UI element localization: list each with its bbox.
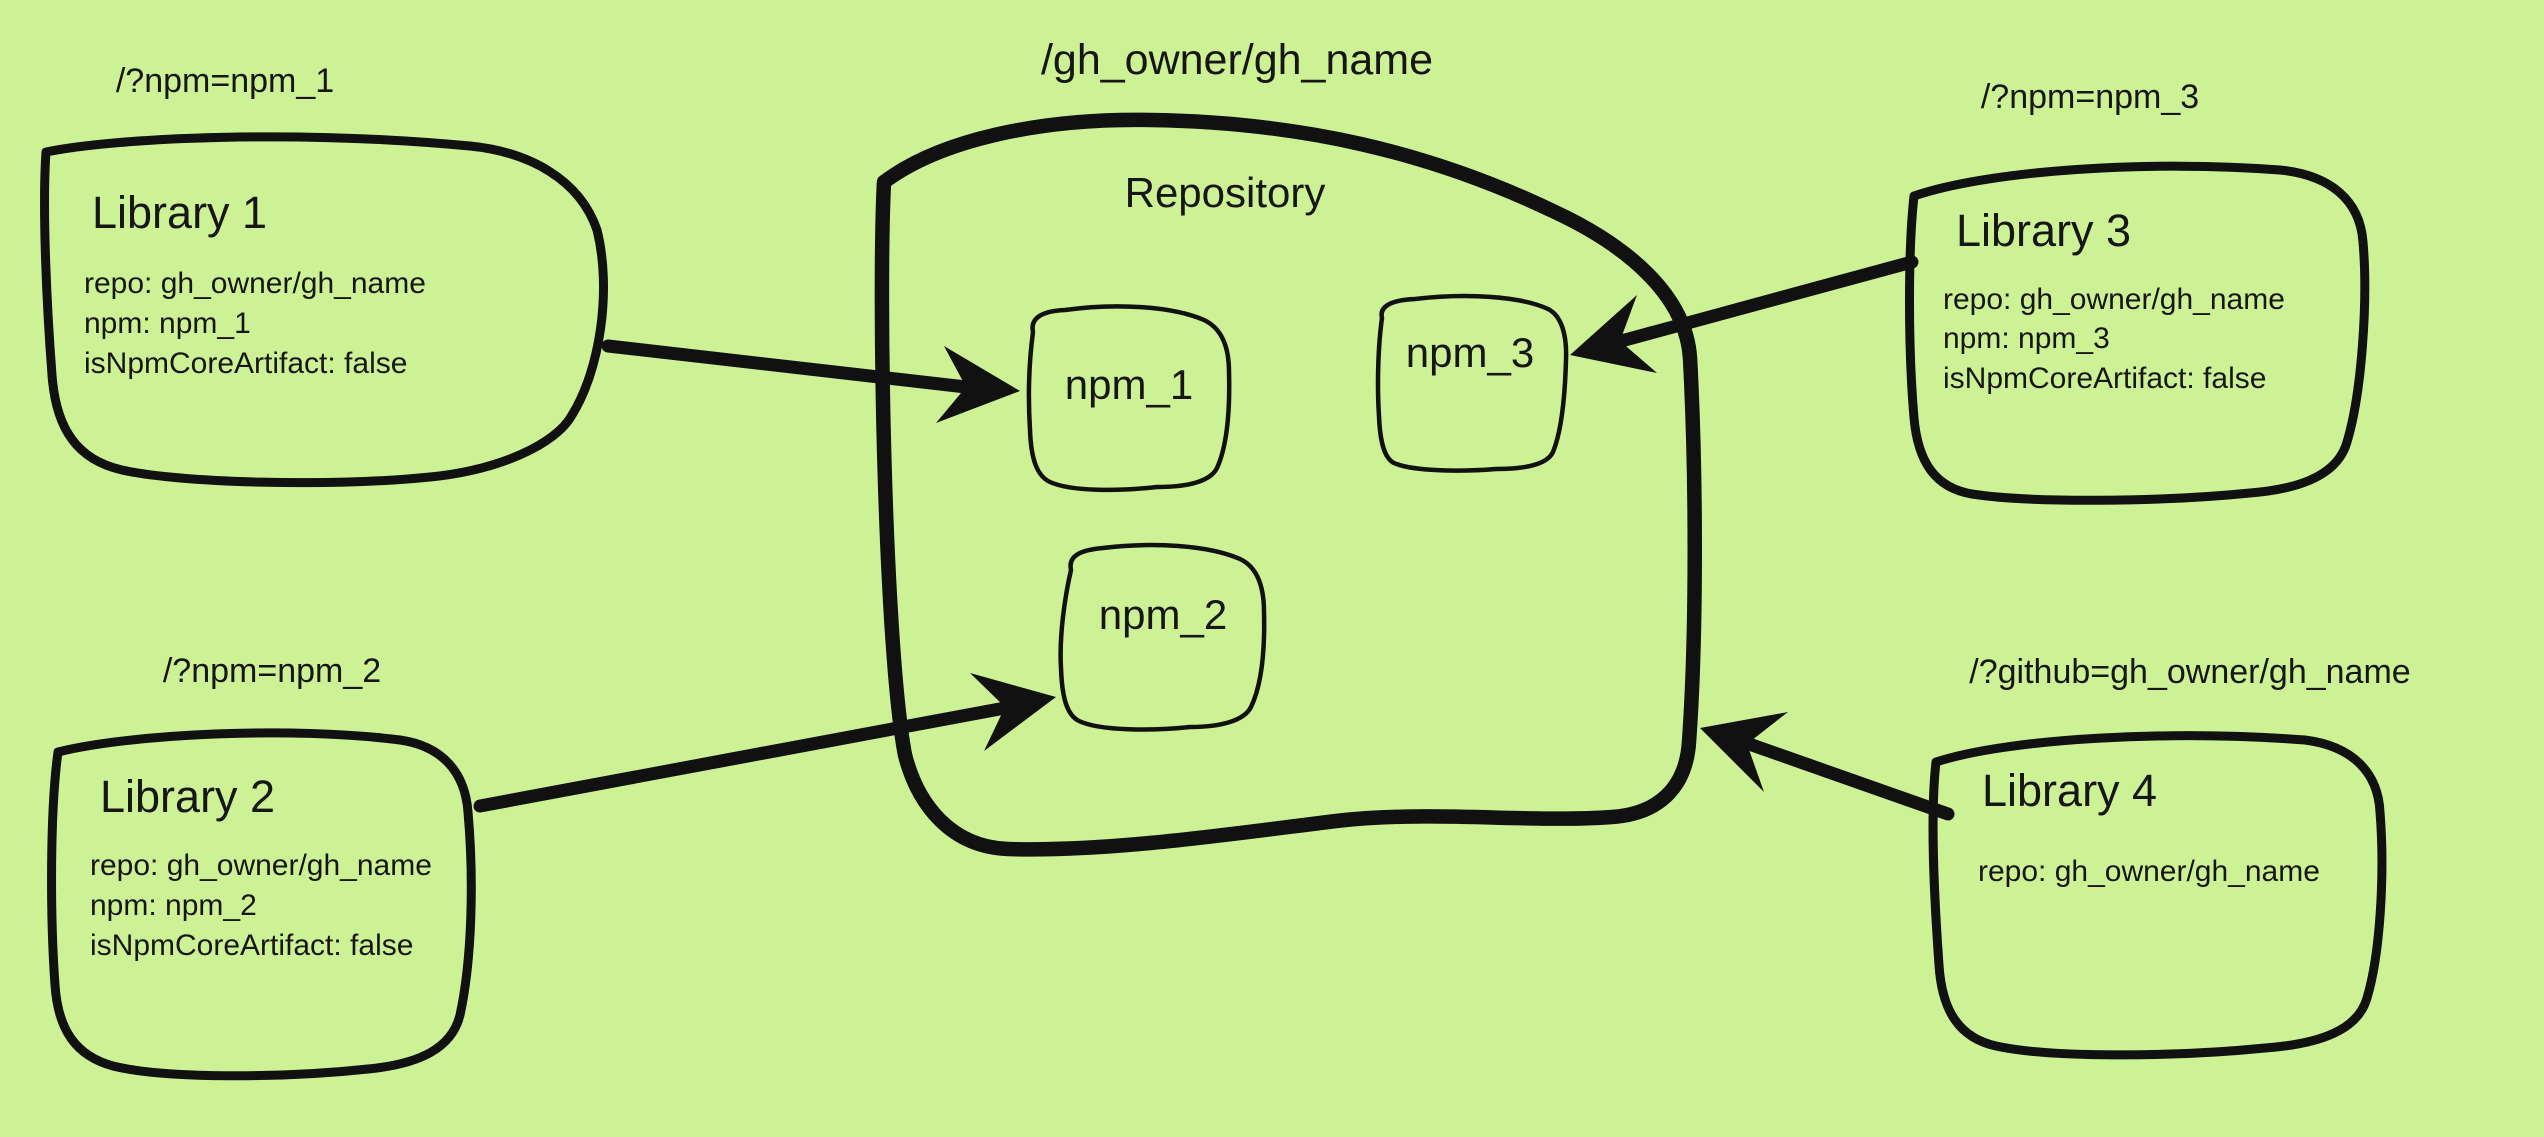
library-1-url-label: /?npm=npm_1 (116, 62, 334, 100)
arrow-library-4-head (1700, 712, 1788, 792)
library-3-line-npm: npm: npm_3 (1943, 322, 2110, 355)
arrow-library-1-to-npm_1 (601, 339, 1020, 423)
library-3-title: Library 3 (1956, 205, 2131, 256)
library-3-line-repo: repo: gh_owner/gh_name (1943, 283, 2285, 316)
repository-title: Repository (1125, 169, 1326, 216)
library-1-line-core: isNpmCoreArtifact: false (84, 347, 407, 380)
library-2-line-repo: repo: gh_owner/gh_name (90, 849, 432, 882)
arrow-library-3-shaft (1618, 255, 1919, 347)
library-4-url-label: /?github=gh_owner/gh_name (1969, 653, 2410, 691)
arrow-library-1-head (936, 346, 1020, 423)
arrow-library-1-shaft (601, 339, 973, 394)
arrow-library-4-to-repository (1700, 712, 1955, 821)
library-3-url-label: /?npm=npm_3 (1981, 78, 2199, 116)
arrow-library-2-shaft (473, 701, 1012, 813)
library-4-group: /?github=gh_owner/gh_name Library 4 repo… (1928, 653, 2411, 1060)
npm-node-npm_1: npm_1 (1026, 304, 1232, 493)
repository-border (874, 112, 1702, 857)
library-2-line-core: isNpmCoreArtifact: false (90, 929, 413, 962)
library-3-border (1905, 161, 2370, 505)
library-2-url-label: /?npm=npm_2 (163, 652, 381, 690)
library-1-line-repo: repo: gh_owner/gh_name (84, 267, 426, 300)
npm-node-npm_1-border (1026, 304, 1232, 493)
arrow-library-3-to-npm_3 (1570, 255, 1919, 373)
arrow-library-3-head (1570, 295, 1657, 373)
library-3-line-core: isNpmCoreArtifact: false (1943, 362, 2266, 395)
library-2-line-npm: npm: npm_2 (90, 889, 257, 922)
library-3-group: /?npm=npm_3 Library 3 repo: gh_owner/gh_… (1905, 78, 2370, 505)
repository-url-label: /gh_owner/gh_name (1041, 36, 1433, 84)
npm-node-npm_3: npm_3 (1375, 293, 1569, 473)
library-4-border (1928, 731, 2387, 1060)
library-1-line-npm: npm: npm_1 (84, 307, 251, 340)
npm-node-npm_1-label: npm_1 (1065, 361, 1193, 408)
library-1-title: Library 1 (92, 187, 267, 238)
library-2-title: Library 2 (100, 771, 275, 822)
library-4-line-repo: repo: gh_owner/gh_name (1978, 855, 2320, 888)
npm-node-npm_3-label: npm_3 (1406, 329, 1534, 376)
arrow-library-4-shaft (1745, 738, 1955, 821)
library-1-group: /?npm=npm_1 Library 1 repo: gh_owner/gh_… (40, 62, 609, 488)
library-2-border (47, 728, 476, 1081)
npm-node-npm_2-label: npm_2 (1099, 591, 1227, 638)
repository-group: /gh_owner/gh_name Repository npm_1 npm_3… (874, 36, 1702, 857)
arrow-library-2-head (970, 673, 1056, 751)
arrow-library-2-to-npm_2 (473, 673, 1056, 813)
npm-node-npm_2-border (1058, 542, 1267, 732)
npm-node-npm_3-border (1375, 293, 1569, 473)
library-1-border (40, 132, 609, 488)
library-4-title: Library 4 (1982, 765, 2157, 816)
npm-node-npm_2: npm_2 (1058, 542, 1267, 732)
library-2-group: /?npm=npm_2 Library 2 repo: gh_owner/gh_… (47, 652, 476, 1081)
